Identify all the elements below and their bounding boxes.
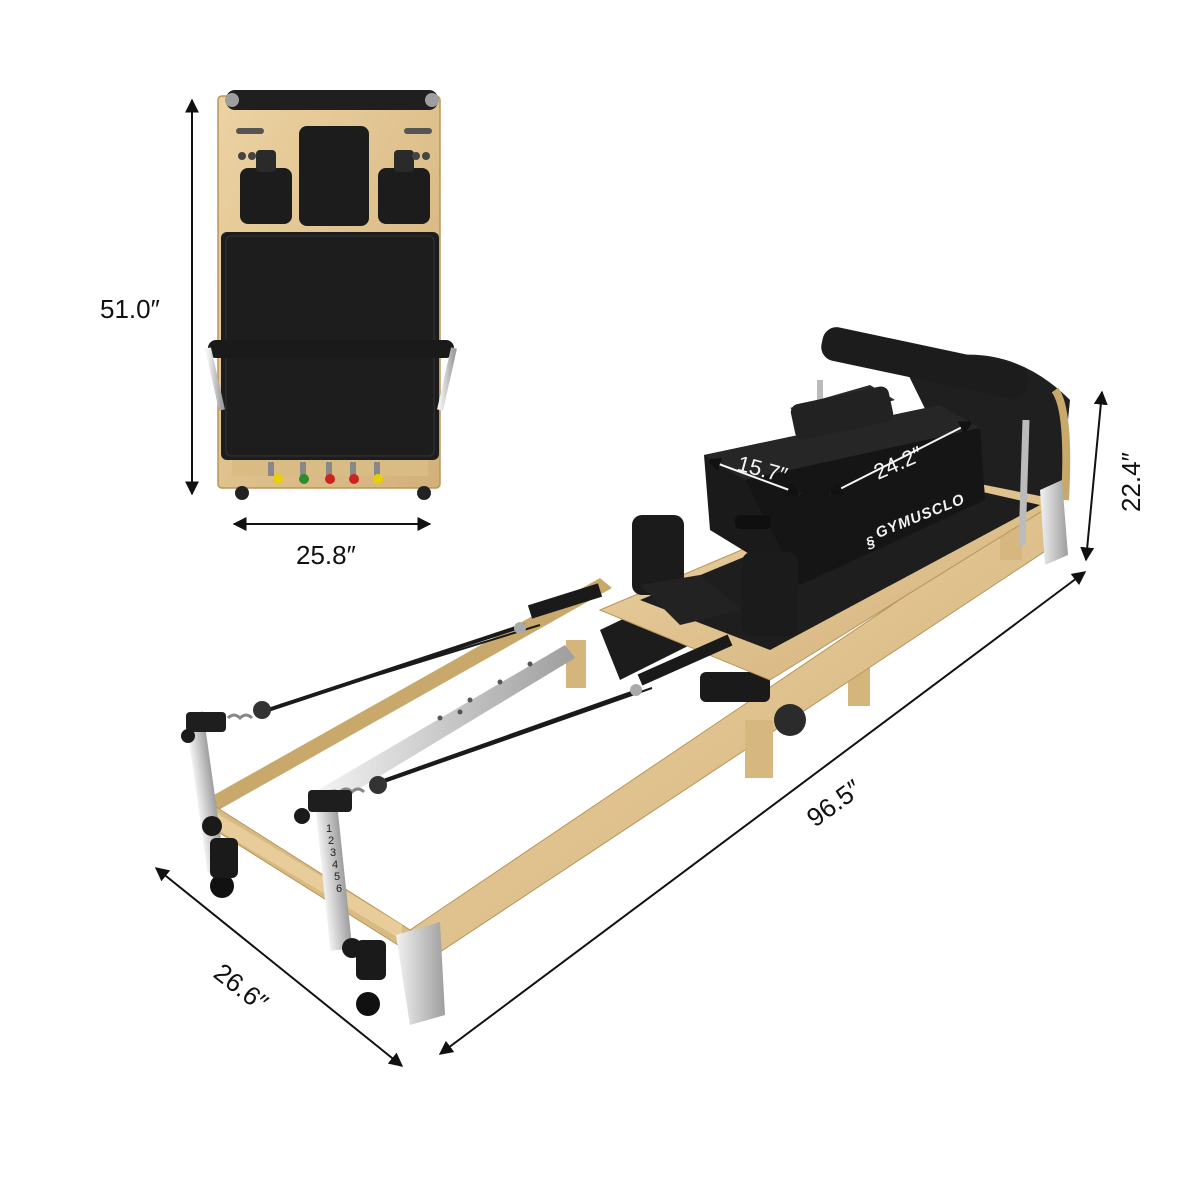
length-label: 96.5″ <box>801 773 867 832</box>
width-label: 26.6″ <box>208 957 274 1017</box>
scale-number-1: 1 <box>326 823 332 835</box>
scale-number-3: 3 <box>330 847 336 859</box>
folded-reformer-view <box>205 90 457 500</box>
dimension-height: 22.4″ <box>1080 390 1146 562</box>
folded-width-label: 25.8″ <box>296 540 356 570</box>
scale-number-4: 4 <box>332 859 338 871</box>
folded-height-label: 51.0″ <box>100 294 160 324</box>
scale-number-5: 5 <box>334 871 340 883</box>
height-label: 22.4″ <box>1116 452 1146 512</box>
scale-number-2: 2 <box>328 835 334 847</box>
scale-number-6: 6 <box>336 883 342 895</box>
dimension-folded-width: 25.8″ <box>232 517 432 570</box>
dimension-folded-height: 51.0″ <box>100 98 199 496</box>
